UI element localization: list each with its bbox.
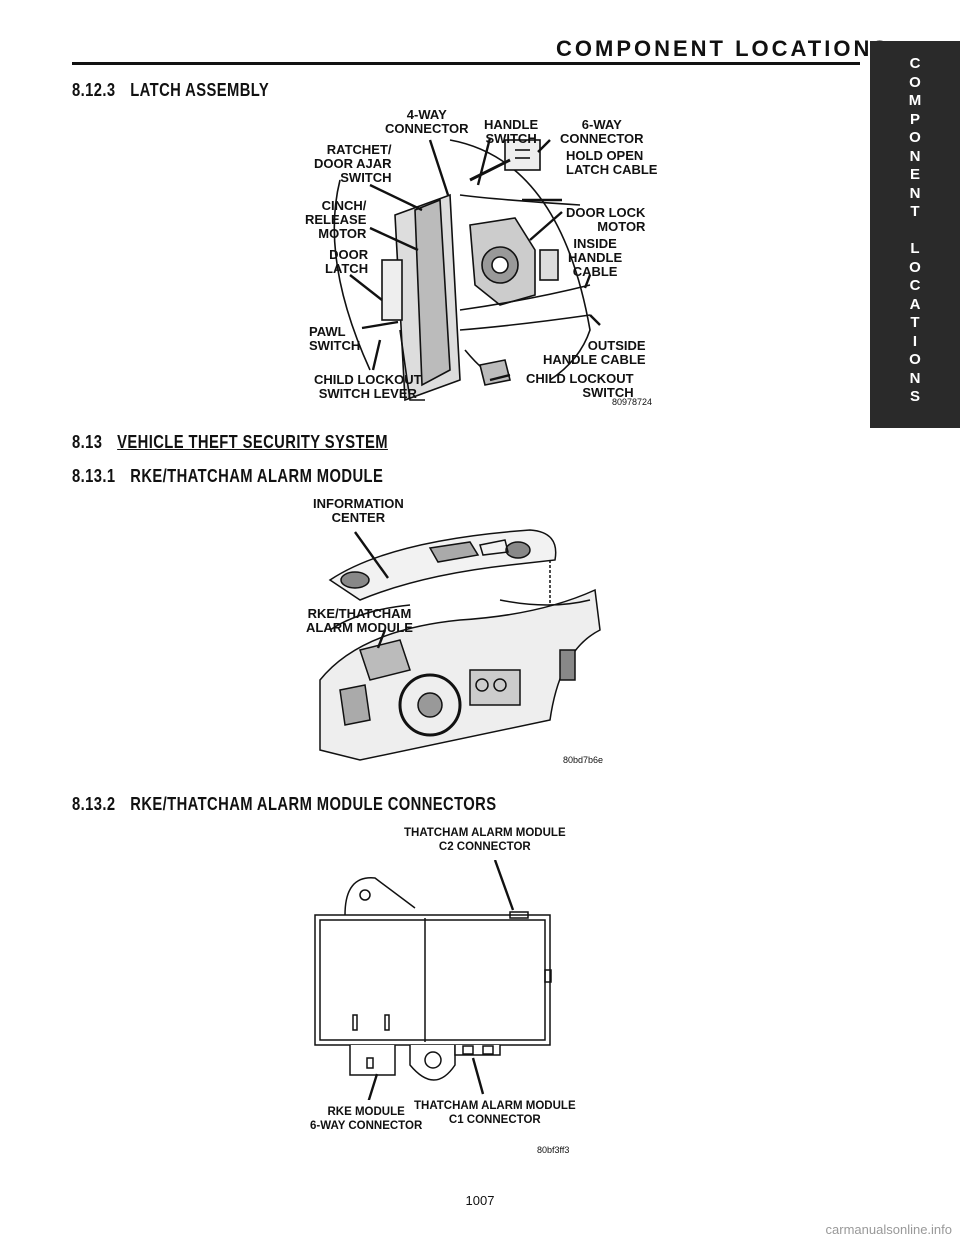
heading-number: 8.13 bbox=[72, 432, 103, 452]
label-inside-handle-cable: INSIDE HANDLE CABLE bbox=[568, 236, 623, 279]
label-information-center: INFORMATION CENTER bbox=[313, 496, 404, 525]
label-handle-switch: HANDLE SWITCH bbox=[484, 117, 539, 146]
heading-rke-alarm-connectors: 8.13.2 RKE/THATCHAM ALARM MODULE CONNECTO… bbox=[72, 794, 497, 815]
heading-title: RKE/THATCHAM ALARM MODULE CONNECTORS bbox=[130, 794, 497, 814]
figure-id-connectors: 80bf3ff3 bbox=[537, 1145, 570, 1155]
label-4-way-connector: 4-WAY CONNECTOR bbox=[385, 107, 469, 136]
heading-rke-alarm-module: 8.13.1 RKE/THATCHAM ALARM MODULE bbox=[72, 466, 383, 487]
latch-assembly-illustration bbox=[333, 137, 601, 402]
label-c2-connector: THATCHAM ALARM MODULE C2 CONNECTOR bbox=[404, 827, 566, 853]
label-door-lock-motor: DOOR LOCK MOTOR bbox=[566, 205, 646, 234]
label-c1-connector: THATCHAM ALARM MODULE C1 CONNECTOR bbox=[414, 1100, 576, 1126]
page-header-title: COMPONENT LOCATIONS bbox=[556, 36, 891, 61]
heading-title[interactable]: VEHICLE THEFT SECURITY SYSTEM bbox=[117, 432, 388, 452]
side-tab-text: C O M P O N E N T L O C A T I O N S bbox=[908, 55, 922, 405]
heading-vehicle-theft-security: 8.13 VEHICLE THEFT SECURITY SYSTEM bbox=[72, 432, 388, 453]
label-rke-6-way-connector: RKE MODULE 6-WAY CONNECTOR bbox=[310, 1106, 423, 1132]
page-number: 1007 bbox=[465, 1193, 495, 1208]
label-ratchet-door-ajar-switch: RATCHET/ DOOR AJAR SWITCH bbox=[314, 142, 392, 185]
heading-title: RKE/THATCHAM ALARM MODULE bbox=[130, 466, 384, 486]
heading-title: LATCH ASSEMBLY bbox=[130, 80, 270, 100]
section-side-tab: C O M P O N E N T L O C A T I O N S bbox=[870, 41, 960, 428]
label-cinch-release-motor: CINCH/ RELEASE MOTOR bbox=[305, 198, 367, 241]
label-rke-thatcham-alarm-module: RKE/THATCHAM ALARM MODULE bbox=[306, 606, 413, 635]
header-rule bbox=[72, 62, 860, 65]
alarm-module-connectors-illustration bbox=[314, 860, 552, 1100]
label-outside-handle-cable: OUTSIDE HANDLE CABLE bbox=[543, 338, 646, 367]
label-door-latch: DOOR LATCH bbox=[325, 247, 369, 276]
figure-id-latch: 80978724 bbox=[612, 397, 653, 407]
heading-number: 8.13.2 bbox=[72, 794, 116, 814]
label-6-way-connector: 6-WAY CONNECTOR bbox=[560, 117, 644, 146]
watermark: carmanualsonline.info bbox=[825, 1222, 952, 1237]
heading-number: 8.12.3 bbox=[72, 80, 116, 100]
figure-id-alarm-module: 80bd7b6e bbox=[563, 755, 604, 765]
alarm-module-location-illustration bbox=[319, 529, 601, 761]
label-pawl-switch: PAWL SWITCH bbox=[309, 324, 361, 353]
label-child-lockout-switch-lever: CHILD LOCKOUT SWITCH LEVER bbox=[314, 372, 422, 401]
heading-latch-assembly: 8.12.3 LATCH ASSEMBLY bbox=[72, 80, 269, 101]
label-child-lockout-switch: CHILD LOCKOUT SWITCH bbox=[526, 371, 634, 400]
label-hold-open-latch-cable: HOLD OPEN LATCH CABLE bbox=[566, 148, 658, 177]
heading-number: 8.13.1 bbox=[72, 466, 116, 486]
